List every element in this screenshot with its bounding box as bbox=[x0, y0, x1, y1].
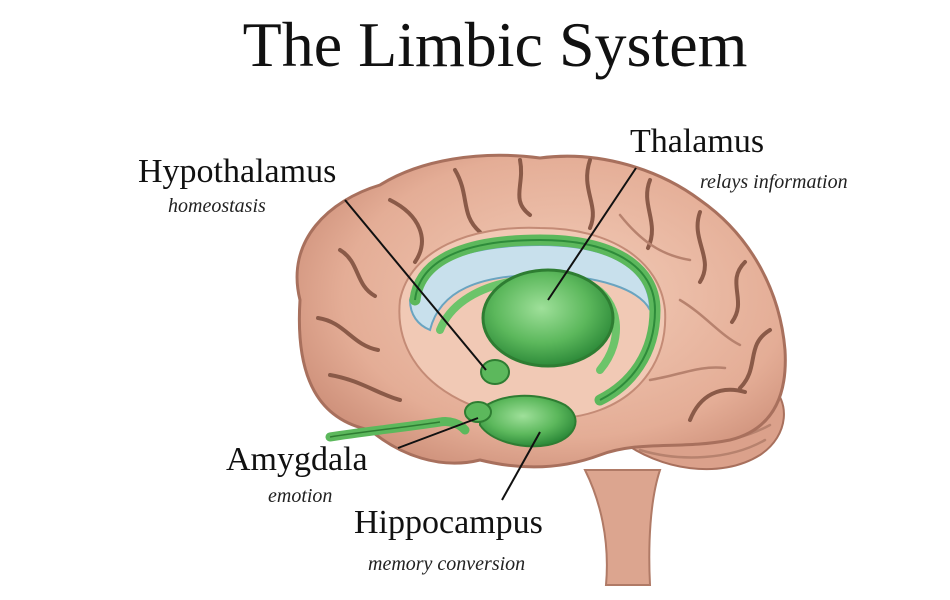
thalamus-structure bbox=[481, 268, 615, 368]
amygdala-leader bbox=[397, 417, 479, 449]
hypothalamus-leader bbox=[344, 199, 487, 371]
amygdala-function: emotion bbox=[268, 485, 332, 507]
hypothalamus-structure bbox=[480, 359, 510, 385]
hippocampus-label: Hippocampus bbox=[354, 504, 543, 541]
hippocampus-function: memory conversion bbox=[368, 553, 525, 575]
hippocampus-leader bbox=[501, 431, 541, 501]
amygdala-label: Amygdala bbox=[226, 441, 368, 478]
thalamus-leader bbox=[547, 167, 637, 301]
hypothalamus-label: Hypothalamus bbox=[138, 153, 336, 190]
hypothalamus-function: homeostasis bbox=[168, 195, 266, 217]
thalamus-label: Thalamus bbox=[630, 123, 764, 160]
hippocampus-structure bbox=[479, 394, 577, 448]
thalamus-function: relays information bbox=[700, 171, 848, 193]
diagram-title: The Limbic System bbox=[242, 9, 748, 80]
brainstem bbox=[583, 469, 662, 586]
amygdala-structure bbox=[464, 401, 492, 423]
